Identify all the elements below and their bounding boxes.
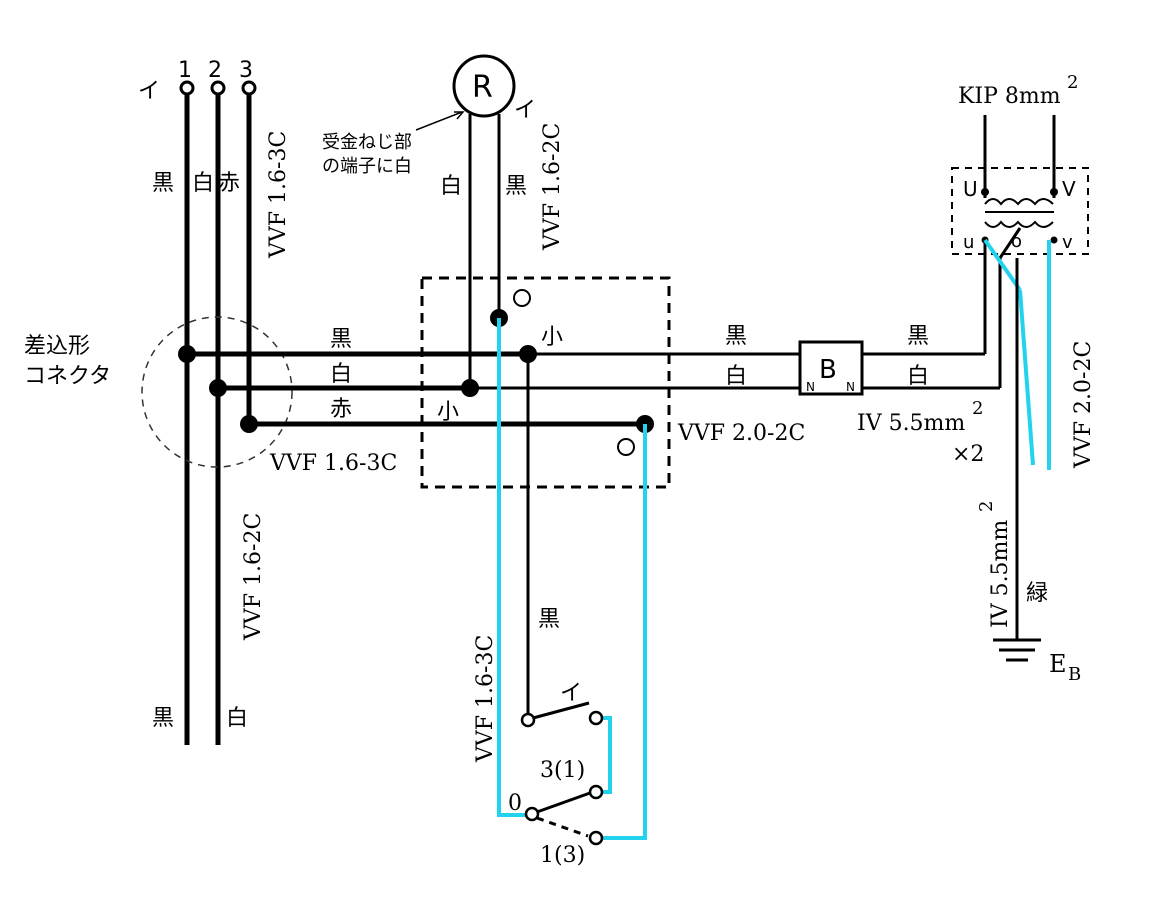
supply-terminals: イ 1 2 3 (138, 58, 257, 104)
horiz-black-label: 黒 (330, 327, 352, 352)
iv-label-line1: IV 5.5mm (857, 411, 965, 436)
lower-black-label: 黒 (152, 706, 174, 731)
breaker-out-black-label: 黒 (907, 324, 929, 349)
lamp-note-arrow (415, 111, 463, 131)
left-black-label: 黒 (152, 171, 174, 196)
connector-dot-white (209, 379, 227, 397)
breaker-label: B (819, 355, 837, 385)
transformer-o: o (1011, 231, 1022, 252)
cyan-switch-bridge (596, 716, 612, 794)
left-white-label: 白 (192, 171, 214, 196)
connector-dot-black (178, 345, 196, 363)
ground-eb-sub: B (1068, 664, 1081, 685)
transformer-u: u (963, 232, 974, 253)
iv-label-line2: ×2 (952, 442, 984, 467)
lamp-note-arrowhead (454, 111, 465, 120)
lamp-cable-label: VVF 1.6-2C (540, 123, 565, 251)
iv-label-sup: 2 (972, 398, 983, 419)
right-black-label: 黒 (725, 324, 747, 349)
transformer-v: v (1062, 232, 1073, 253)
box-o-bottom-mark (617, 438, 635, 456)
transformer-V: V (1062, 177, 1076, 201)
lamp-note-line1: 受金ねじ部 (322, 132, 412, 153)
threeway-pivot (524, 806, 540, 822)
switch-i-pivot (520, 712, 536, 728)
breaker-n-left: N (806, 380, 815, 394)
connector-label-line2: コネクタ (24, 364, 111, 389)
transformer-primary-coil (984, 198, 1054, 206)
terminal-1-label: 1 (178, 58, 192, 83)
cyan-switch-common (497, 318, 527, 817)
lamp-white-label: 白 (440, 174, 462, 199)
junction-box (420, 276, 671, 489)
connector-dot-red (240, 415, 258, 433)
box-o-top-mark (513, 289, 531, 307)
switch-black-label: 黒 (538, 607, 560, 632)
transformer-U: U (963, 177, 978, 201)
switch-pos-13: 1(3) (540, 843, 585, 868)
wire-o-diag (998, 227, 1022, 259)
horiz-red-label: 赤 (330, 397, 352, 422)
terminal-3-label: 3 (239, 58, 253, 83)
threeway-contact-31 (588, 784, 604, 800)
left-red-label: 赤 (218, 171, 240, 196)
lower-white-label: 白 (226, 706, 248, 731)
kip-label: KIP 8mm (958, 84, 1061, 109)
transformer-cable-label: VVF 2.0-2C (1071, 341, 1096, 469)
transformer-box (951, 167, 1089, 255)
lamp-symbol (452, 54, 516, 118)
ground-eb-label: E (1049, 650, 1067, 678)
left-cable-label: VVF 1.6-3C (266, 131, 291, 259)
right-white-label: 白 (725, 364, 747, 389)
switch-i-blade (532, 701, 590, 720)
cyan-u-diag (983, 238, 1022, 292)
box-small-top-label: 小 (541, 325, 563, 350)
threeway-blade (536, 791, 591, 814)
lamp-black-label: 黒 (505, 174, 527, 199)
kip-sup: 2 (1067, 72, 1078, 93)
cyan-switch-to-box (596, 424, 647, 840)
transformer-secondary-coil (984, 220, 1054, 228)
threeway-contact-13 (588, 830, 604, 846)
transformer-dot-v (1050, 236, 1058, 244)
lamp-i-mark: イ (514, 98, 536, 123)
breaker-out-white-label: 白 (907, 364, 929, 389)
breaker (798, 340, 864, 396)
switch-i-mark: イ (560, 681, 582, 706)
switch-pos-31: 3(1) (540, 758, 585, 783)
terminal-i-label: イ (138, 79, 160, 104)
lamp-note-line2: の端子に白 (322, 156, 412, 177)
ground-iv-label: IV 5.5mm (988, 520, 1013, 628)
ground-green-label: 緑 (1026, 581, 1048, 606)
joint-cable-label: VVF 1.6-3C (269, 451, 397, 476)
transformer-primary-leads (983, 192, 1056, 198)
ground-iv-sup: 2 (976, 501, 997, 512)
threeway-blade-alt (536, 816, 589, 838)
switch-box-cable-label: VVF 2.0-2C (677, 421, 805, 446)
terminal-2 (210, 80, 226, 96)
terminal-3 (241, 80, 257, 96)
breaker-n-right: N (846, 380, 855, 394)
box-small-bottom-label: 小 (437, 400, 459, 425)
switch-i-contact (588, 710, 604, 726)
switch-pos-0: 0 (508, 791, 522, 816)
connector-zone (141, 316, 293, 468)
connector-label-line1: 差込形 (24, 334, 90, 359)
terminal-2-label: 2 (208, 58, 222, 83)
lower-cable-label: VVF 1.6-2C (241, 513, 266, 641)
horiz-white-label: 白 (330, 362, 352, 387)
terminal-1 (179, 80, 195, 96)
lamp-r-label: R (472, 70, 493, 105)
cyan-u-vertical (1018, 289, 1035, 466)
switch-cable-label: VVF 1.6-3C (473, 635, 498, 763)
